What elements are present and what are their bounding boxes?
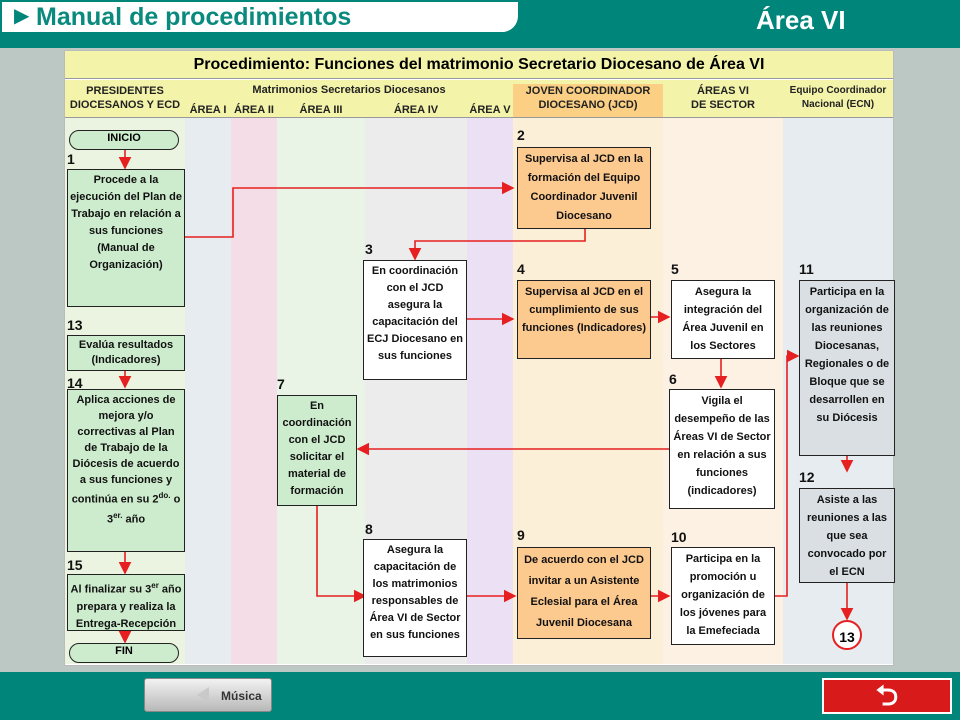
step-14-text: Aplica acciones de mejora y/o correctiva… — [71, 394, 180, 506]
header-area4: ÁREA IV — [393, 104, 439, 116]
arrow-7-8 — [316, 506, 367, 603]
area-title: Área VI — [756, 5, 846, 35]
step-14-ordinal-3-suffix: er. — [113, 510, 123, 520]
title-tab — [0, 0, 520, 34]
step-15-ordinal-suffix: er — [151, 581, 159, 590]
step-4-number: 4 — [517, 261, 525, 277]
flow-arrows — [118, 147, 854, 644]
return-button[interactable]: ⮌ — [822, 678, 952, 714]
step-13-box: Evalúa resultados (Indicadores) — [67, 335, 185, 371]
step-1-box: Procede a la ejecución del Plan de Traba… — [67, 169, 185, 307]
step-9-number: 9 — [517, 527, 525, 543]
step-7-box: En coordinación con el JCD solicitar el … — [277, 395, 357, 506]
step-5-number: 5 — [671, 261, 679, 277]
step-2-number: 2 — [517, 127, 525, 143]
column-area3 — [277, 118, 365, 664]
diagram-title-band: Procedimiento: Funciones del matrimonio … — [65, 51, 893, 79]
flowchart: Procedimiento: Funciones del matrimonio … — [64, 50, 895, 666]
arrow-10-11 — [775, 349, 800, 597]
column-area2 — [231, 118, 277, 664]
step-15-text-a: Al finalizar su — [70, 583, 143, 596]
step-5-box: Asegura la integración del Área Juvenil … — [671, 280, 775, 359]
step-7-number: 7 — [277, 376, 285, 392]
column-area1 — [185, 118, 231, 664]
header-area5: ÁREA V — [469, 104, 511, 116]
header-sector: ÁREAS VI DE SECTOR — [691, 85, 755, 111]
step-15-number: 15 — [67, 557, 83, 573]
step-11-number: 11 — [799, 261, 814, 277]
step-14-tail: año — [125, 513, 146, 526]
music-button[interactable]: Música — [144, 678, 272, 712]
step-12-number: 12 — [799, 469, 815, 485]
arrow-1-2 — [185, 181, 515, 238]
header-area3: ÁREA III — [299, 104, 343, 116]
header-area2: ÁREA II — [234, 104, 274, 116]
step-6-box: Vigila el desempeño de las Áreas VI de S… — [669, 389, 775, 509]
step-6-number: 6 — [669, 371, 677, 387]
step-9-box: De acuerdo con el JCD invitar a un Asist… — [517, 547, 651, 639]
start-terminal: INICIO — [69, 130, 179, 150]
step-14-ordinal-2: 2 — [152, 493, 159, 506]
step-3-number: 3 — [365, 241, 373, 257]
u-turn-arrow-icon: ⮌ — [875, 680, 899, 711]
step-3-box: En coordinación con el JCD asegura la ca… — [363, 260, 467, 380]
step-14-ordinal-3: 3 — [106, 513, 114, 526]
step-14-number: 14 — [67, 375, 83, 391]
arrow-2-3 — [408, 229, 586, 261]
header-jcd: JOVEN COORDINADOR DIOCESANO (JCD) — [513, 84, 663, 117]
column-header-band — [65, 80, 893, 118]
step-14-ordinal-2-suffix: do. — [158, 491, 171, 500]
step-1-number: 1 — [67, 151, 75, 167]
speaker-icon — [197, 687, 209, 703]
page-title: Manual de procedimientos — [36, 3, 352, 31]
step-4-box: Supervisa al JCD en el cumplimiento de s… — [517, 280, 651, 359]
header-secretarios: Matrimonios Secretarios Diocesanos — [252, 84, 446, 96]
diagram-title: Procedimiento: Funciones del matrimonio … — [193, 56, 765, 73]
step-15-text-b: año prepara y realiza la Entrega-Recepci… — [75, 583, 182, 630]
header-area1: ÁREA I — [189, 104, 227, 116]
step-10-box: Participa en la promoción u organización… — [671, 547, 775, 645]
step-15-ordinal: 3 — [145, 583, 152, 596]
step-14-connector: o — [173, 493, 181, 506]
header-presidentes: PRESIDENTES DIOCESANOS Y ECD — [69, 85, 181, 111]
step-15-box: Al finalizar su 3er año prepara y realiz… — [67, 574, 185, 631]
step-12-box: Asiste a las reuniones a las que sea con… — [799, 488, 895, 583]
end-terminal: FIN — [69, 643, 179, 663]
music-label: Música — [221, 689, 262, 703]
step-10-number: 10 — [671, 529, 687, 545]
play-arrow-icon: ▶ — [14, 5, 30, 27]
header-ecn: Equipo Coordinador Nacional (ECN) — [789, 85, 887, 110]
step-8-number: 8 — [365, 521, 373, 537]
step-11-box: Participa en la organización de las reun… — [799, 280, 895, 456]
step-8-box: Asegura la capacitación de los matrimoni… — [363, 539, 467, 657]
step-14-box: Aplica acciones de mejora y/o correctiva… — [67, 389, 185, 552]
connector-13-circle: 13 — [832, 620, 862, 650]
step-13-number: 13 — [67, 317, 83, 333]
column-area5 — [467, 118, 513, 664]
step-2-box: Supervisa al JCD en la formación del Equ… — [517, 147, 651, 229]
